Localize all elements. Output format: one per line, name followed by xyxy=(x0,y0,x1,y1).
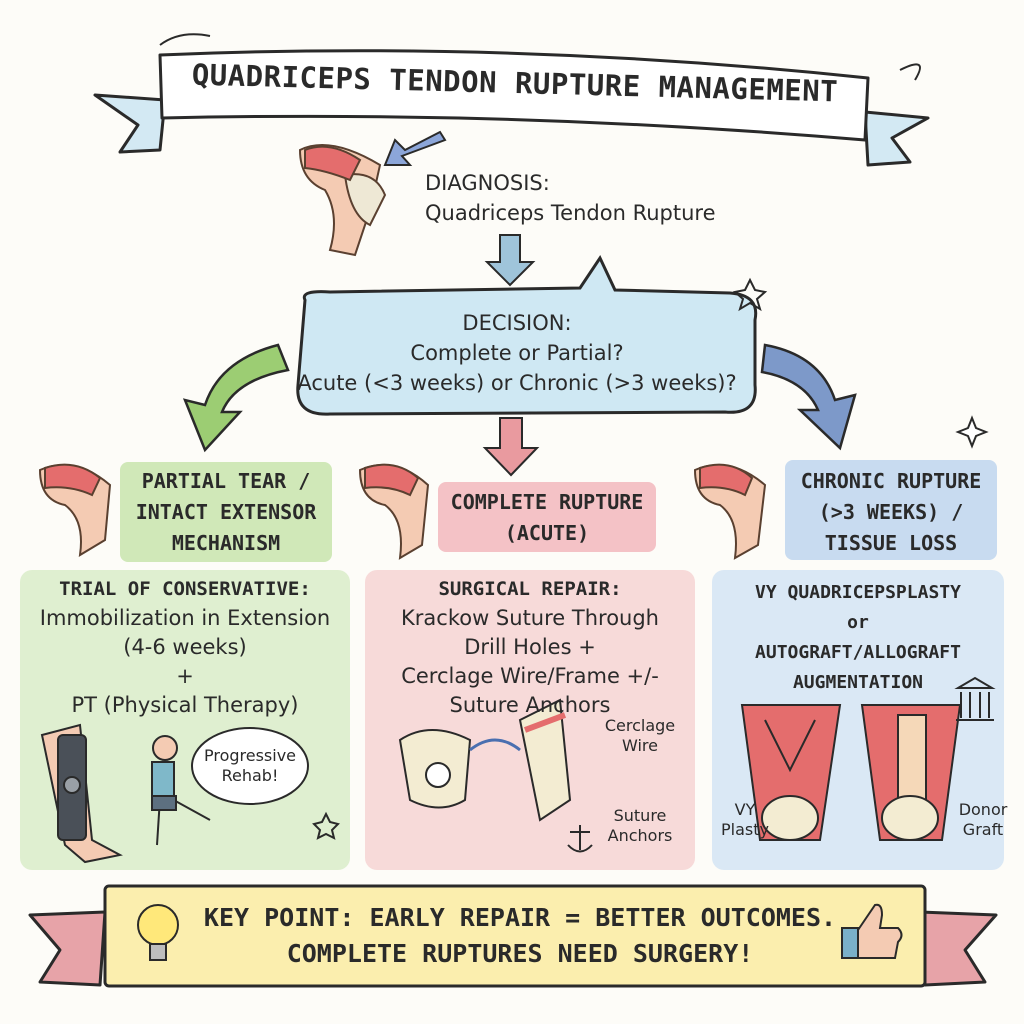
bone-repair-icon xyxy=(398,698,572,822)
partial-label-box xyxy=(120,462,332,562)
complete-label-line: (ACUTE) xyxy=(504,521,590,545)
complete-label: COMPLETE RUPTURE (ACUTE) xyxy=(438,487,656,549)
decision-text: DECISION: Complete or Partial? Acute (<3… xyxy=(292,308,742,398)
pink-arrow-icon xyxy=(482,417,540,477)
treatment-line: or xyxy=(847,612,869,633)
graft-icon xyxy=(860,704,962,841)
swirl-right xyxy=(899,63,921,81)
callout-line: Anchors xyxy=(607,826,673,845)
callout-line: Plasty xyxy=(721,820,769,839)
complete-treatment: SURGICAL REPAIR: Krackow Suture Through … xyxy=(365,575,695,720)
key-point-line-2: COMPLETE RUPTURES NEED SURGERY! xyxy=(286,939,754,968)
speech-bubble xyxy=(191,727,309,805)
key-point-line-1: KEY POINT: EARLY REPAIR = BETTER OUTCOME… xyxy=(203,903,837,932)
decision-line-1: Complete or Partial? xyxy=(410,341,624,365)
callout-line: VY xyxy=(734,800,756,819)
knee-complete-icon xyxy=(358,463,430,560)
callout-line: Graft xyxy=(962,820,1004,839)
chronic-treatment: VY QUADRICEPSPLASTY or AUTOGRAFT/ALLOGRA… xyxy=(712,578,1004,698)
partial-label: PARTIAL TEAR / INTACT EXTENSOR MECHANISM xyxy=(120,466,332,559)
treatment-line: + xyxy=(176,664,194,688)
chronic-label-line: (>3 WEEKS) / xyxy=(818,500,964,524)
person-kicking-icon xyxy=(151,735,211,846)
green-arrow-icon xyxy=(182,343,290,453)
callout-line: Suture xyxy=(613,806,667,825)
key-point: KEY POINT: EARLY REPAIR = BETTER OUTCOME… xyxy=(200,900,840,972)
key-banner xyxy=(28,884,998,988)
chronic-label-box xyxy=(785,460,997,560)
chronic-label: CHRONIC RUPTURE (>3 WEEKS) / TISSUE LOSS xyxy=(785,466,997,559)
callout-line: Wire xyxy=(622,736,658,755)
sparkle-icon xyxy=(955,415,989,449)
treatment-line: VY QUADRICEPSPLASTY xyxy=(755,582,961,603)
knee-brace-icon xyxy=(40,723,123,864)
donor-graft-callout: Donor Graft xyxy=(948,800,1018,840)
star-small-icon xyxy=(312,811,340,840)
chronic-label-line: TISSUE LOSS xyxy=(824,531,958,555)
treatment-line: PT (Physical Therapy) xyxy=(71,693,299,717)
treatment-line: Krackow Suture Through xyxy=(401,606,659,630)
treatment-line: TRIAL OF CONSERVATIVE: xyxy=(59,578,311,600)
speech-line: Progressive xyxy=(203,746,297,765)
treatment-line: Cerclage Wire/Frame +/- xyxy=(401,664,659,688)
bank-icon xyxy=(954,676,996,721)
partial-label-line: MECHANISM xyxy=(171,531,281,555)
speech-line: Rehab! xyxy=(221,766,279,785)
cerclage-wire-callout: Cerclage Wire xyxy=(590,716,690,756)
knee-chronic-icon xyxy=(693,463,767,560)
complete-label-line: COMPLETE RUPTURE xyxy=(450,490,644,514)
knee-partial-icon xyxy=(38,463,112,557)
thumbs-up-icon xyxy=(841,903,903,959)
complete-label-box xyxy=(438,482,656,552)
decision-heading: DECISION: xyxy=(462,311,572,335)
anchor-icon xyxy=(567,825,593,853)
pointer-arrow-icon xyxy=(383,130,447,166)
diagnosis-heading: DIAGNOSIS: xyxy=(425,171,550,195)
treatment-line: AUTOGRAFT/ALLOGRAFT xyxy=(755,642,961,663)
treatment-line: (4-6 weeks) xyxy=(123,635,247,659)
partial-label-line: INTACT EXTENSOR xyxy=(135,500,317,524)
blue-arrow-icon xyxy=(760,343,857,451)
treatment-line: AUGMENTATION xyxy=(792,672,924,693)
knee-diagnosis-icon xyxy=(298,144,387,257)
title-banner xyxy=(93,49,930,167)
decision-line-2: Acute (<3 weeks) or Chronic (>3 weeks)? xyxy=(297,371,737,395)
lightbulb-icon xyxy=(137,904,179,961)
down-arrow-icon xyxy=(484,234,536,287)
callout-line: Cerclage xyxy=(604,716,676,735)
diagnosis-text: Quadriceps Tendon Rupture xyxy=(425,201,716,225)
treatment-line: Suture Anchors xyxy=(449,693,611,717)
curved-arrow-icon xyxy=(469,738,521,752)
callout-line: Donor xyxy=(958,800,1008,819)
treatment-line: Immobilization in Extension xyxy=(39,606,331,630)
vy-plasty-callout: VY Plasty xyxy=(715,800,775,840)
speech-text: Progressive Rehab! xyxy=(196,746,304,786)
treatment-line: SURGICAL REPAIR: xyxy=(438,578,622,600)
partial-label-line: PARTIAL TEAR / xyxy=(141,469,311,493)
swirl-left xyxy=(159,33,211,46)
suture-anchors-callout: Suture Anchors xyxy=(590,806,690,846)
chronic-label-line: CHRONIC RUPTURE xyxy=(800,469,982,493)
vy-plasty-icon xyxy=(740,704,842,841)
decision-bubble xyxy=(296,254,758,416)
diagnosis: DIAGNOSIS: Quadriceps Tendon Rupture xyxy=(425,168,716,228)
star-icon xyxy=(732,277,768,312)
treatment-line: Drill Holes + xyxy=(464,635,596,659)
partial-treatment: TRIAL OF CONSERVATIVE: Immobilization in… xyxy=(20,575,350,720)
